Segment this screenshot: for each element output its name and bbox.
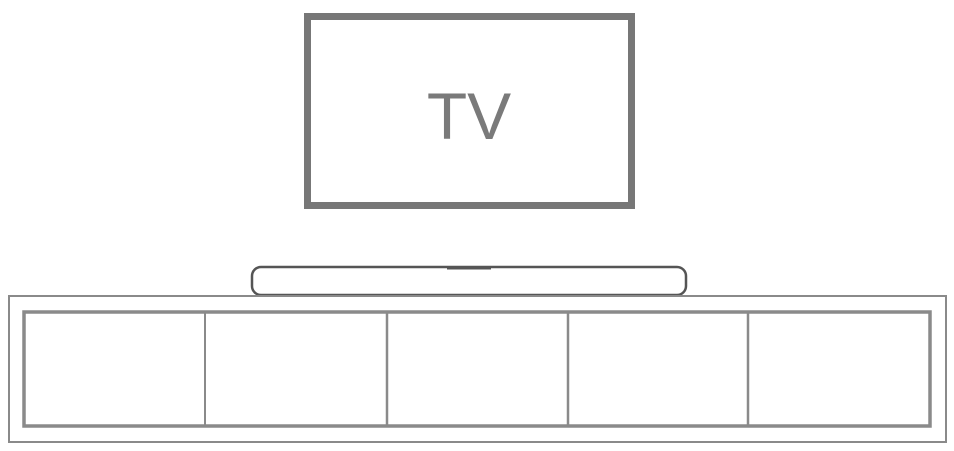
tv-frame [304, 13, 635, 209]
cabinet-inner-frame [22, 310, 932, 428]
soundbar-body [250, 265, 688, 297]
tv-label: TV [427, 79, 511, 153]
tv-cabinet [8, 295, 947, 443]
tv: TV [304, 13, 635, 209]
soundbar [250, 265, 688, 297]
cabinet-outer-frame [8, 295, 947, 443]
